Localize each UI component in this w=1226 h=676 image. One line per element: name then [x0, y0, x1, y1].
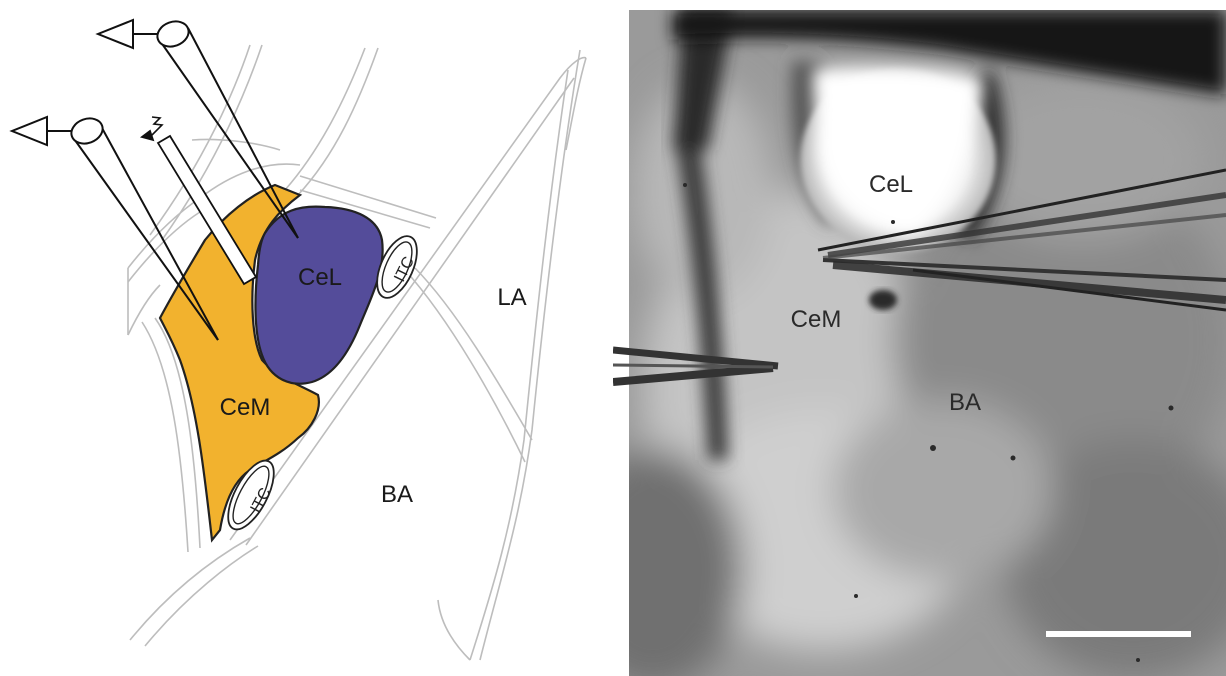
slice-micrograph: CeL CeM BA [613, 10, 1226, 676]
photo-label-ba: BA [949, 389, 981, 416]
photo-label-cem: CeM [791, 306, 842, 333]
label-cel: CeL [298, 264, 342, 291]
label-la: LA [497, 284, 526, 311]
amygdala-schematic: CeL CeM ITC ITC LA BA [0, 0, 600, 676]
label-cem: CeM [220, 394, 271, 421]
label-ba: BA [381, 481, 413, 508]
photo-label-cel: CeL [869, 171, 913, 198]
scale-bar [1046, 631, 1191, 637]
cel-region [255, 207, 382, 384]
